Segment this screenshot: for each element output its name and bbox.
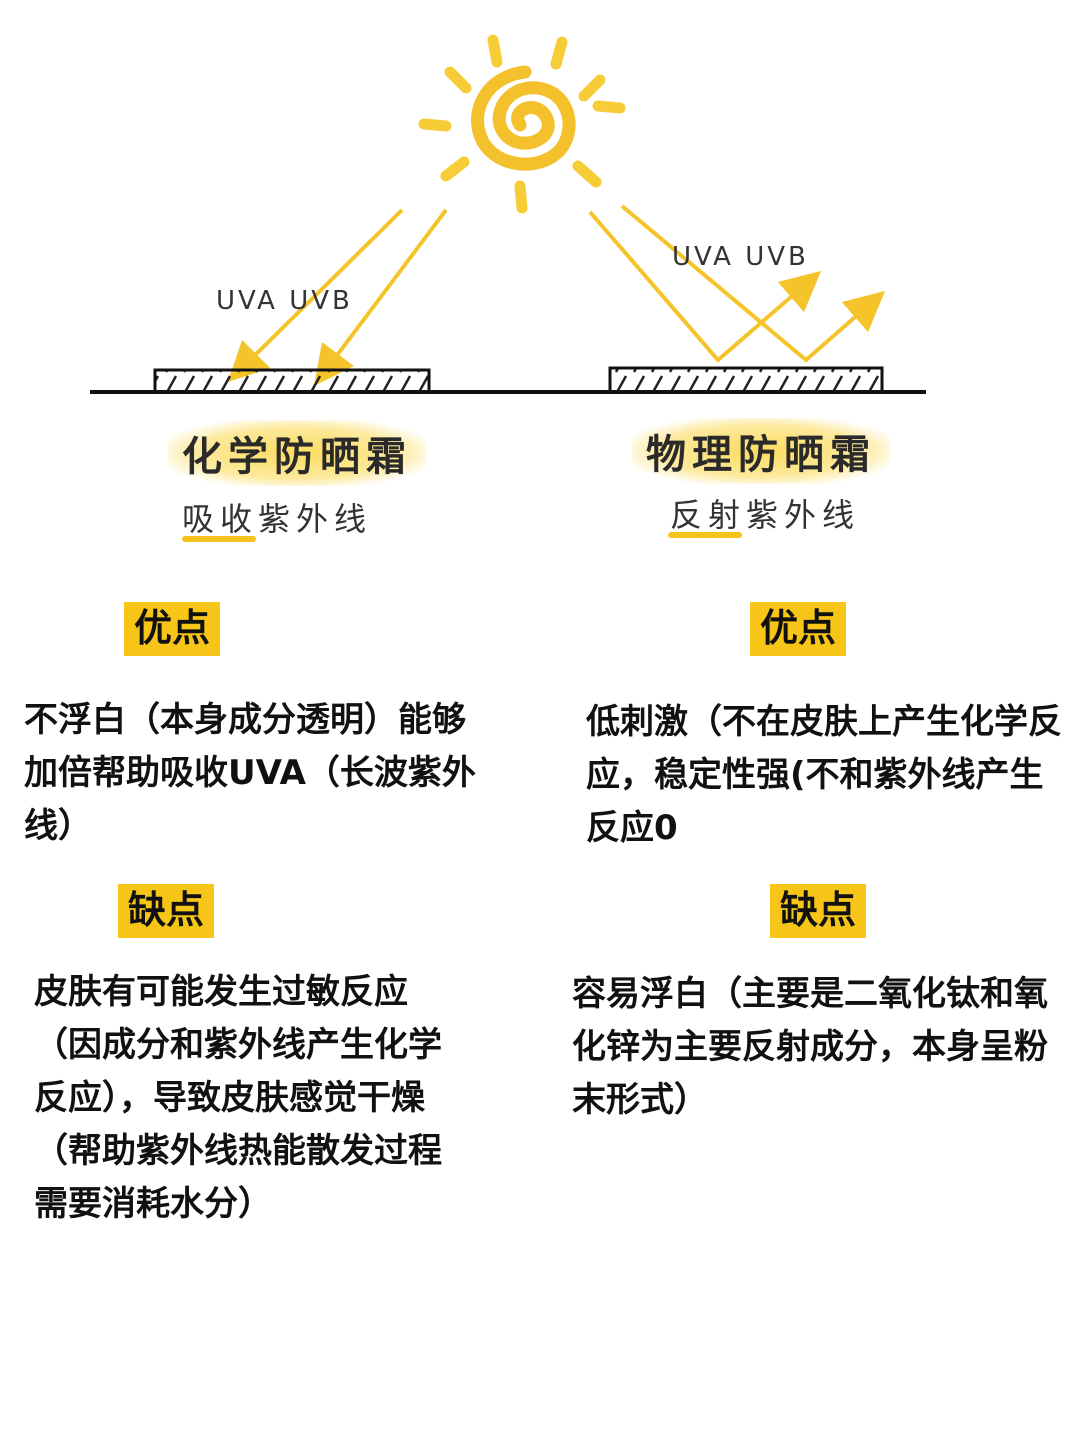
physical-layer [608, 366, 884, 394]
chemical-sunscreen-title: 化学防晒霜 [168, 420, 426, 486]
left-cons-text: 皮肤有可能发生过敏反应（因成分和紫外线产生化学反应），导致皮肤感觉干燥（帮助紫外… [34, 972, 442, 1224]
right-cons-tag: 缺点 [770, 884, 867, 938]
left-pros-text: 不浮白（本身成分透明）能够加倍帮助吸收UVA（长波紫外线） [24, 700, 476, 846]
reflected-rays [588, 204, 886, 363]
left-cons-tag: 缺点 [118, 884, 215, 938]
left-uv-label: UVA UVB [216, 286, 353, 316]
physical-sunscreen-subtitle: 反射紫外线 [670, 496, 861, 534]
chemical-subtitle-underline [182, 536, 256, 542]
chemical-sunscreen-subtitle: 吸收紫外线 [182, 500, 373, 538]
physical-sunscreen-title: 物理防晒霜 [632, 418, 890, 484]
chemical-layer [153, 368, 431, 394]
right-uv-label: UVA UVB [672, 242, 809, 272]
right-pros-tag: 优点 [750, 602, 847, 656]
sun-icon [418, 34, 626, 214]
left-pros-tag: 优点 [124, 602, 221, 656]
right-cons-text: 容易浮白（主要是二氧化钛和氧化锌为主要反射成分，本身呈粉末形式） [572, 974, 1048, 1120]
sunscreen-illustration [90, 34, 926, 394]
right-pros-text: 低刺激（不在皮肤上产生化学反应，稳定性强(不和紫外线产生反应0 [586, 702, 1062, 848]
physical-subtitle-underline [668, 532, 742, 538]
absorbed-rays [227, 208, 448, 386]
